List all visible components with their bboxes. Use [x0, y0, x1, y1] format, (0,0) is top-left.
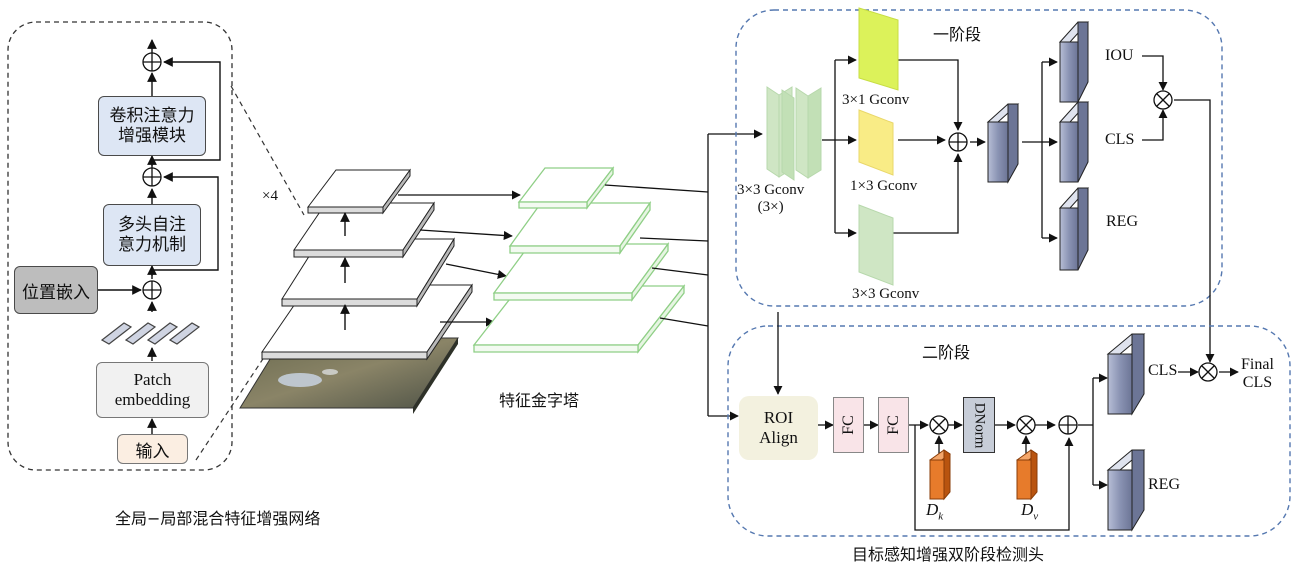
repeat-label: ×4	[262, 188, 278, 204]
feature-pyramid	[472, 166, 686, 354]
gconv-1x3-label: 1×3 Gconv	[850, 178, 918, 194]
gconv-3x3-icon	[858, 204, 894, 286]
conv-attention-module: 卷积注意力 增强模块	[98, 96, 206, 156]
stage1-reg-label: REG	[1106, 213, 1138, 230]
mhsa-module: 多头自注 意力机制	[103, 204, 201, 266]
stage2-cls-label: CLS	[1148, 362, 1178, 379]
fc1-box: FC	[833, 397, 864, 453]
head-caption: 目标感知增强双阶段检测头	[852, 545, 1045, 564]
gconv-stack-icon	[766, 86, 822, 181]
dnorm-box: DNorm	[963, 397, 995, 453]
stage2-title: 二阶段	[922, 343, 971, 362]
gconv-1x3-icon	[858, 109, 894, 176]
fc1-label: FC	[839, 415, 857, 435]
stage2-ops-icons	[929, 362, 1218, 435]
dk-label: Dk	[926, 500, 944, 523]
pyramid-caption: 特征金字塔	[499, 391, 580, 410]
stage1-add-icon	[948, 132, 968, 152]
backbone-caption: 全局−局部混合特征增强网络	[115, 509, 321, 528]
input-label: 输入	[135, 441, 170, 462]
stage1-iou-label: IOU	[1105, 47, 1134, 64]
backbone-panel	[7, 21, 233, 471]
stage2-reg-label: REG	[1148, 476, 1180, 493]
roi-align-box: ROI Align	[739, 396, 818, 460]
roi-align-label: ROI Align	[759, 408, 798, 447]
conv-attention-label: 卷积注意力 增强模块	[109, 105, 195, 146]
gconv-3x3-label: 3×3 Gconv	[852, 286, 920, 302]
stage1-feature-blocks	[986, 21, 1090, 271]
dv-label: Dv	[1021, 500, 1039, 523]
fc2-box: FC	[878, 397, 909, 453]
position-embedding: 位置嵌入	[14, 266, 98, 314]
gconv-3x3-multi-label: 3×3 Gconv (3×)	[737, 182, 805, 216]
mhsa-label: 多头自注 意力机制	[118, 214, 186, 255]
add-op-icons	[142, 52, 162, 300]
dnorm-label: DNorm	[971, 402, 988, 448]
final-cls-label: Final CLS	[1241, 356, 1274, 392]
gconv-3x1-icon	[858, 7, 899, 91]
stage2-feature-blocks	[1106, 333, 1146, 532]
position-embedding-label: 位置嵌入	[22, 282, 90, 303]
backbone-pyramid	[261, 168, 473, 361]
stage1-title: 一阶段	[933, 25, 982, 44]
fc2-label: FC	[884, 415, 902, 435]
patch-embedding-label: Patch embedding	[114, 370, 191, 409]
gconv-3x1-label: 3×1 Gconv	[842, 92, 910, 108]
token-bars-icon	[100, 322, 201, 345]
stage1-cls-label: CLS	[1105, 131, 1135, 148]
dynamic-kernel-icons	[929, 449, 1038, 501]
stage1-multiply-icon	[1153, 90, 1173, 110]
patch-embedding: Patch embedding	[96, 362, 209, 418]
stage1-panel	[735, 9, 1223, 307]
input-box: 输入	[117, 434, 188, 464]
